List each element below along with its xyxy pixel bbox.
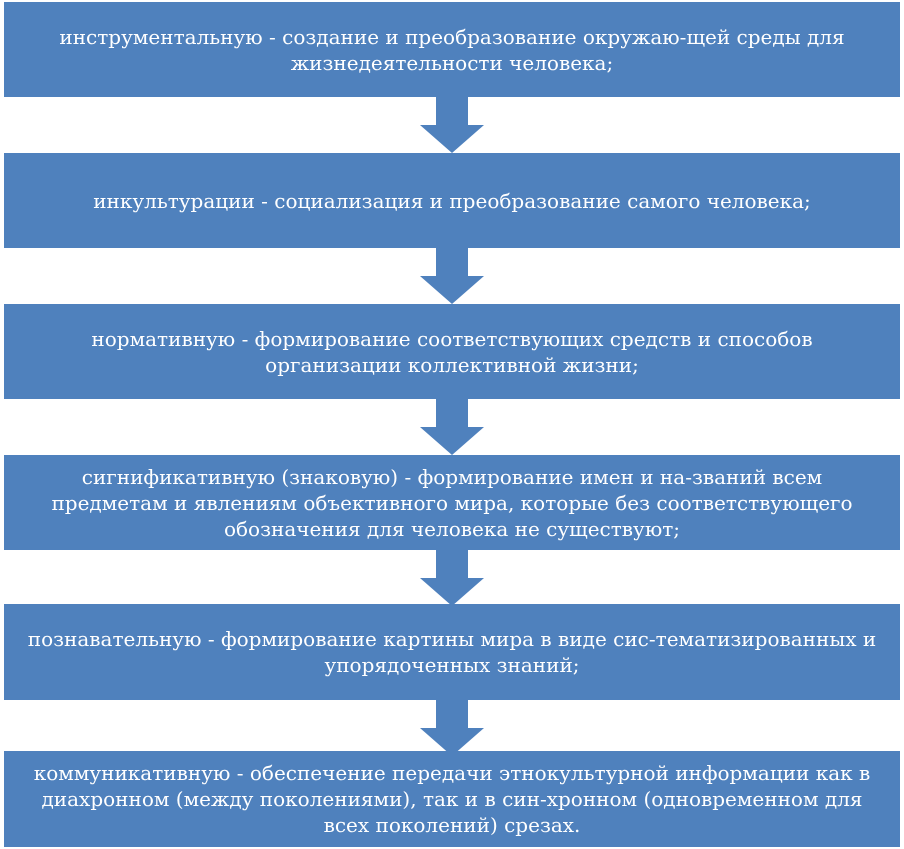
- down-arrow-icon: [420, 550, 484, 606]
- down-arrow-icon: [420, 248, 484, 304]
- step-text-1: инструментальную - создание и преобразов…: [59, 24, 845, 75]
- down-arrow-icon: [420, 399, 484, 455]
- step-box-2: инкультурации - социализация и преобразо…: [4, 153, 900, 248]
- step-box-3: нормативную - формирование соответствующ…: [4, 304, 900, 399]
- step-text-4: сигнификативную (знаковую) - формировани…: [51, 464, 853, 541]
- step-text-6: коммуникативную - обеспечение передачи э…: [33, 761, 871, 837]
- down-arrow-icon: [420, 700, 484, 756]
- down-arrow-icon: [420, 97, 484, 153]
- step-text-5: познавательную - формирование картины ми…: [27, 627, 877, 677]
- step-box-5: познавательную - формирование картины ми…: [4, 604, 900, 700]
- step-text-3: нормативную - формирование соответствующ…: [91, 326, 813, 377]
- step-text-2: инкультурации - социализация и преобразо…: [93, 188, 811, 213]
- step-box-4: сигнификативную (знаковую) - формировани…: [4, 455, 900, 550]
- step-box-1: инструментальную - создание и преобразов…: [4, 2, 900, 97]
- step-box-6: коммуникативную - обеспечение передачи э…: [4, 751, 900, 847]
